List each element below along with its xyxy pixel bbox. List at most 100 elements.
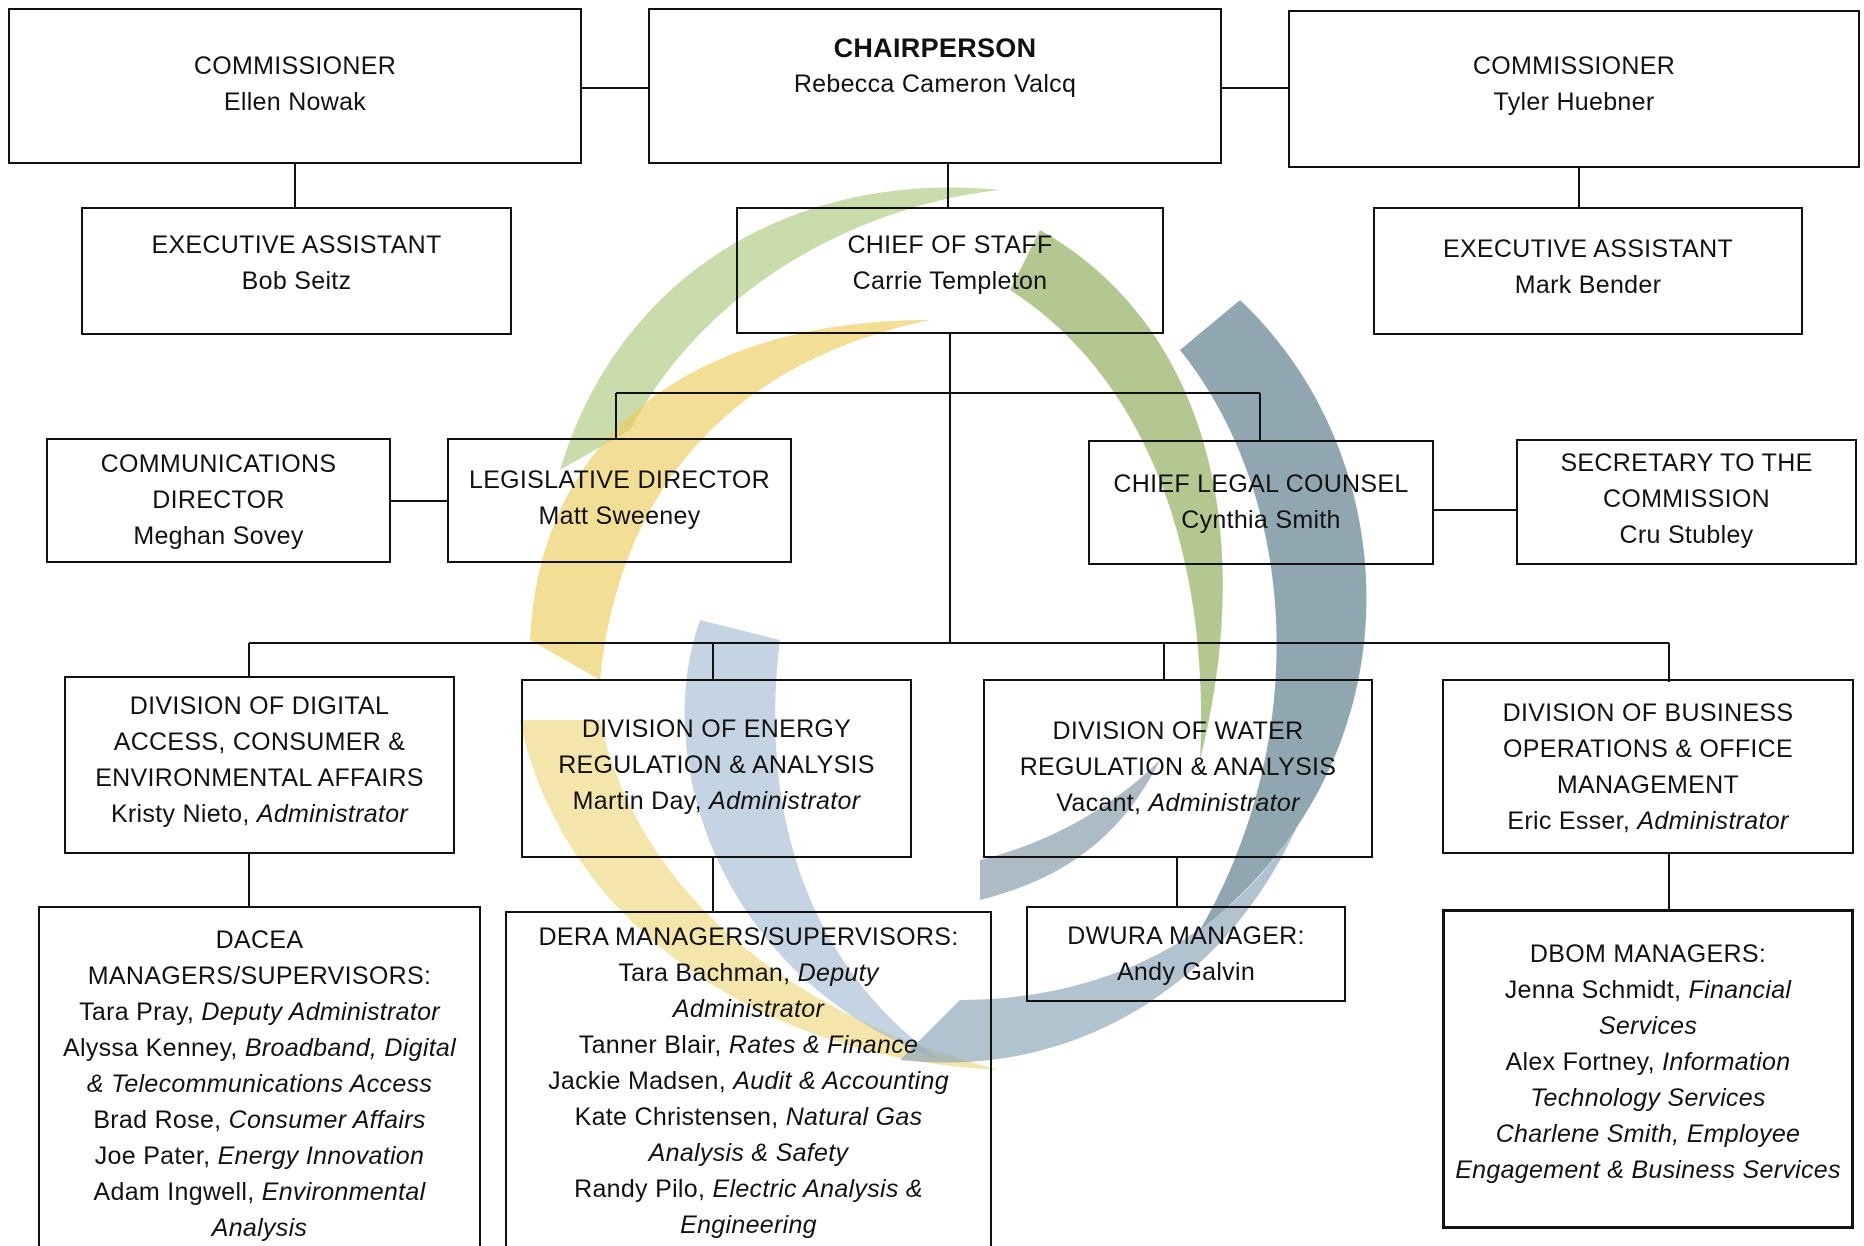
managers-dacea-heading-1: DACEA bbox=[215, 926, 304, 954]
manager-name: Adam Ingwell bbox=[93, 1178, 248, 1206]
manager-line: Analysis & Safety bbox=[548, 1135, 949, 1171]
manager-line: Tara Pray, Deputy Administrator bbox=[79, 998, 440, 1026]
division-dbom-name: Eric Esser bbox=[1507, 807, 1623, 835]
division-dera-title-1: DIVISION OF ENERGY bbox=[581, 715, 852, 743]
manager-name: Tara Pray bbox=[79, 998, 187, 1026]
manager-line: & Telecommunications Access bbox=[63, 1066, 456, 1102]
communications-director-title-1: COMMUNICATIONS bbox=[100, 450, 337, 478]
manager-role: Audit & Accounting bbox=[733, 1067, 949, 1095]
exec-assistant-left-box: EXECUTIVE ASSISTANT Bob Seitz bbox=[81, 207, 512, 335]
manager-name: Joe Pater bbox=[94, 1142, 204, 1170]
manager-role: Services bbox=[1598, 1012, 1698, 1040]
manager-line: Kate Christensen, Natural Gas bbox=[574, 1103, 923, 1131]
commissioner-left-title: COMMISSIONER bbox=[193, 52, 397, 80]
division-dbom-role: Administrator bbox=[1637, 807, 1789, 835]
manager-line: Jenna Schmidt, Financial bbox=[1504, 976, 1792, 1004]
manager-role: Analysis & Safety bbox=[648, 1139, 849, 1167]
commissioner-right-title: COMMISSIONER bbox=[1472, 52, 1676, 80]
managers-dwura-heading: DWURA MANAGER: bbox=[1067, 922, 1305, 950]
manager-name: Brad Rose bbox=[93, 1106, 215, 1134]
chief-of-staff-box: CHIEF OF STAFF Carrie Templeton bbox=[736, 207, 1164, 334]
chief-of-staff-name: Carrie Templeton bbox=[852, 267, 1048, 295]
division-dera-admin: Martin Day, Administrator bbox=[572, 787, 861, 815]
legislative-director-name: Matt Sweeney bbox=[538, 502, 701, 530]
division-dbom-title-1: DIVISION OF BUSINESS bbox=[1502, 699, 1794, 727]
manager-name: Tara Bachman bbox=[618, 959, 784, 987]
manager-name: Alex Fortney bbox=[1505, 1048, 1648, 1076]
division-dacea-box: DIVISION OF DIGITAL ACCESS, CONSUMER & E… bbox=[64, 676, 455, 854]
commissioner-left-box: COMMISSIONER Ellen Nowak bbox=[8, 8, 582, 164]
manager-line: Administrator bbox=[548, 991, 949, 1027]
manager-role: Electric Analysis & bbox=[712, 1175, 923, 1203]
exec-assistant-right-name: Mark Bender bbox=[1514, 271, 1662, 299]
communications-director-title-2: DIRECTOR bbox=[152, 486, 285, 514]
managers-dera-heading: DERA MANAGERS/SUPERVISORS: bbox=[538, 923, 959, 951]
legislative-director-title: LEGISLATIVE DIRECTOR bbox=[469, 466, 770, 494]
division-dwra-name: Vacant bbox=[1056, 789, 1135, 817]
manager-line: Alyssa Kenney, Broadband, Digital bbox=[62, 1034, 456, 1062]
secretary-box: SECRETARY TO THE COMMISSION Cru Stubley bbox=[1516, 439, 1857, 565]
manager-line: Services bbox=[1455, 1008, 1841, 1044]
manager-line: Analysis bbox=[63, 1210, 456, 1246]
managers-dbom-heading: DBOM MANAGERS: bbox=[1529, 940, 1767, 968]
manager-role: Engineering bbox=[680, 1211, 817, 1239]
manager-role: & Telecommunications Access bbox=[86, 1070, 433, 1098]
manager-name: Kate Christensen bbox=[574, 1103, 772, 1131]
communications-director-name: Meghan Sovey bbox=[133, 522, 304, 550]
division-dacea-name: Kristy Nieto bbox=[110, 800, 243, 828]
manager-role: Engagement & Business Services bbox=[1455, 1156, 1841, 1184]
exec-assistant-right-title: EXECUTIVE ASSISTANT bbox=[1442, 235, 1734, 263]
managers-dacea-heading-2: MANAGERS/SUPERVISORS: bbox=[87, 962, 432, 990]
chief-of-staff-title: CHIEF OF STAFF bbox=[847, 231, 1053, 259]
manager-line: Tanner Blair, Rates & Finance bbox=[578, 1031, 919, 1059]
manager-role: Rates & Finance bbox=[728, 1031, 919, 1059]
manager-role: Consumer Affairs bbox=[228, 1106, 426, 1134]
managers-dwura-box: DWURA MANAGER: Andy Galvin bbox=[1026, 906, 1346, 1002]
manager-role: Deputy bbox=[797, 959, 879, 987]
manager-name: Jenna Schmidt bbox=[1504, 976, 1675, 1004]
manager-line: Technology Services bbox=[1455, 1080, 1841, 1116]
division-dacea-title-3: ENVIRONMENTAL AFFAIRS bbox=[95, 764, 424, 792]
division-dbom-box: DIVISION OF BUSINESS OPERATIONS & OFFICE… bbox=[1442, 679, 1854, 854]
chairperson-name: Rebecca Cameron Valcq bbox=[793, 70, 1077, 98]
division-dwra-title-1: DIVISION OF WATER bbox=[1052, 717, 1304, 745]
division-dwra-role: Administrator bbox=[1148, 789, 1300, 817]
manager-line: Engagement & Business Services bbox=[1455, 1152, 1841, 1188]
exec-assistant-left-name: Bob Seitz bbox=[241, 267, 352, 295]
exec-assistant-right-box: EXECUTIVE ASSISTANT Mark Bender bbox=[1373, 207, 1803, 335]
manager-line: Randy Pilo, Electric Analysis & bbox=[574, 1175, 923, 1203]
manager-name: Tanner Blair bbox=[578, 1031, 715, 1059]
manager-role: Charlene Smith, Employee bbox=[1495, 1120, 1801, 1148]
manager-role: Technology Services bbox=[1530, 1084, 1766, 1112]
chief-legal-counsel-name: Cynthia Smith bbox=[1181, 506, 1341, 534]
division-dera-role: Administrator bbox=[709, 787, 861, 815]
manager-line: Engineering bbox=[548, 1207, 949, 1243]
managers-dwura-name: Andy Galvin bbox=[1116, 958, 1256, 986]
division-dbom-title-3: MANAGEMENT bbox=[1556, 771, 1740, 799]
secretary-title-2: COMMISSION bbox=[1603, 485, 1770, 513]
manager-line: Jackie Madsen, Audit & Accounting bbox=[548, 1067, 949, 1095]
commissioner-left-name: Ellen Nowak bbox=[223, 88, 367, 116]
manager-line: Tara Bachman, Deputy bbox=[618, 959, 879, 987]
legislative-director-box: LEGISLATIVE DIRECTOR Matt Sweeney bbox=[447, 438, 792, 563]
manager-role: Natural Gas bbox=[785, 1103, 923, 1131]
chief-legal-counsel-title: CHIEF LEGAL COUNSEL bbox=[1113, 470, 1409, 498]
manager-role: Financial bbox=[1688, 976, 1792, 1004]
secretary-name: Cru Stubley bbox=[1619, 521, 1754, 549]
commissioner-right-name: Tyler Huebner bbox=[1493, 88, 1655, 116]
connector-lines bbox=[248, 87, 1670, 911]
division-dbom-admin: Eric Esser, Administrator bbox=[1507, 807, 1789, 835]
manager-line: Joe Pater, Energy Innovation bbox=[94, 1142, 425, 1170]
manager-role: Administrator bbox=[672, 995, 825, 1023]
division-dwra-admin: Vacant, Administrator bbox=[1056, 789, 1300, 817]
exec-assistant-left-title: EXECUTIVE ASSISTANT bbox=[151, 231, 442, 259]
division-dwra-title-2: REGULATION & ANALYSIS bbox=[1019, 753, 1337, 781]
division-dera-name: Martin Day bbox=[572, 787, 695, 815]
manager-name: Randy Pilo bbox=[574, 1175, 698, 1203]
chairperson-title: CHAIRPERSON bbox=[833, 33, 1037, 63]
division-dacea-role: Administrator bbox=[256, 800, 409, 828]
